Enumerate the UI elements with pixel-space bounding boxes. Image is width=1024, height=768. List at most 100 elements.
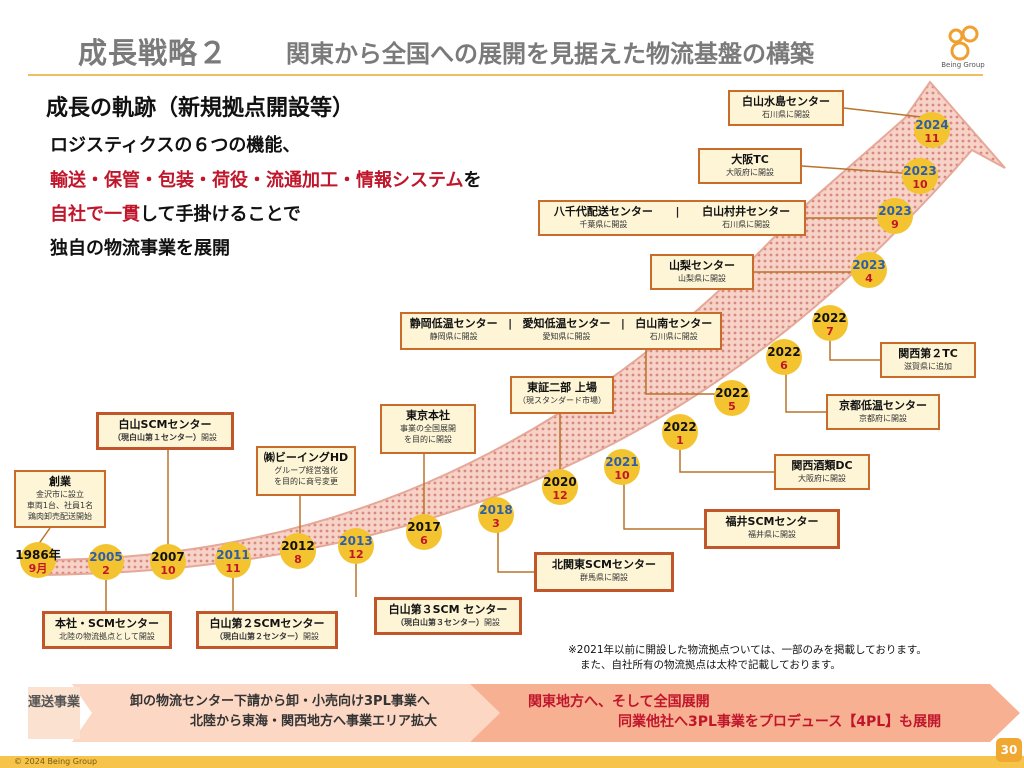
- hakusan-minami-sub: 石川県に開設: [649, 332, 698, 341]
- milestone-year: 2005: [89, 550, 122, 564]
- milestone-year: 2024: [915, 118, 948, 132]
- section-title: 成長の軌跡（新規拠点開設等）: [46, 96, 355, 121]
- box-hakusan-2: 白山第２SCMセンター （現白山第２センター）開設: [196, 611, 338, 649]
- milestone-year: 2007: [151, 550, 184, 564]
- phase-1-text: 卸の物流センター下請から卸・小売向け3PL事業へ 北陸から東海・関西地方へ事業エ…: [130, 692, 437, 732]
- milestone-medallion: [215, 542, 251, 578]
- milestone-month: 6: [780, 359, 788, 372]
- business-phase-arrows: [72, 684, 1020, 742]
- intro-line-3-tail: して手掛けることで: [140, 204, 301, 225]
- tokyo-title: 東京本社: [406, 409, 450, 422]
- milestone-medallion: [88, 544, 124, 580]
- tosho-title: 東証二部 上場: [527, 381, 597, 394]
- intro-line-3: 自社で一貫して手掛けることで: [50, 200, 301, 226]
- being-hd-sub-2: を目的に商号変更: [274, 477, 338, 486]
- footnote: ※2021年以前に開設した物流拠点ついては、一部のみを掲載しております。 また、…: [568, 643, 927, 673]
- milestone-year: 2013: [339, 534, 372, 548]
- hakusan-3-title: 白山第３SCM センター: [388, 603, 508, 616]
- box-kyoto-teion: 京都低温センター 京都府に開設: [826, 394, 940, 430]
- connector-line: [497, 531, 534, 573]
- milestone-month: 7: [826, 325, 834, 338]
- being-hd-sub-1: グループ経営強化: [274, 466, 338, 475]
- milestone-medallion: [812, 305, 848, 341]
- box-yamanashi: 山梨センター 山梨県に開設: [650, 254, 754, 290]
- founding-sub-1: 金沢市に設立: [36, 490, 84, 499]
- intro-line-2-tail: を: [463, 170, 482, 191]
- milestone-month: 11: [225, 562, 240, 575]
- box-being-hd: ㈱ビーイングHD グループ経営強化 を目的に商号変更: [256, 446, 356, 496]
- copyright: © 2024 Being Group: [14, 757, 98, 766]
- intro-line-4: 独自の物流事業を展開: [50, 238, 230, 259]
- kita-kanto-title: 北関東SCMセンター: [552, 558, 656, 571]
- phase-2-line-2: 同業他社へ3PL事業をプロデュース【4PL】も展開: [618, 714, 942, 730]
- founding-title: 創業: [49, 475, 71, 488]
- milestone-medallion: [714, 380, 750, 416]
- hakusan-scm-current-name: （現白山第１センター）: [113, 433, 201, 442]
- aichi-title: 愛知低温センター: [522, 317, 611, 330]
- box-kita-kanto: 北関東SCMセンター 群馬県に開設: [534, 552, 674, 592]
- fukui-title: 福井SCMセンター: [725, 515, 819, 528]
- milestone-year: 2020: [543, 475, 576, 489]
- hakusan-2-current-name: （現白山第２センター）: [215, 632, 303, 641]
- kyoto-sub: 京都府に開設: [859, 414, 907, 423]
- milestone-medallion: [20, 542, 56, 578]
- yamanashi-title: 山梨センター: [669, 259, 735, 272]
- box-tosho-listing: 東証二部 上場 （現スタンダード市場）: [510, 376, 614, 414]
- separator: |: [675, 205, 680, 218]
- milestone-medallion: [406, 514, 442, 550]
- logo-text: Being Group: [941, 61, 985, 69]
- milestone-medallion: [150, 544, 186, 580]
- connector-line: [785, 373, 826, 413]
- milestone-month: 10: [614, 469, 630, 482]
- intro-line-1: ロジスティクスの６つの機能、: [50, 135, 301, 156]
- tokyo-sub-1: 事業の全国展開: [400, 424, 456, 433]
- business-label: 運送事業: [28, 687, 80, 739]
- box-hakusan-mizushima: 白山水島センター 石川県に開設: [728, 90, 844, 126]
- founding-sub-3: 鶏肉卸売配送開始: [28, 512, 92, 521]
- connector-line: [623, 483, 704, 530]
- fukui-sub: 福井県に開設: [748, 530, 796, 539]
- connector-line: [645, 350, 730, 395]
- connector-line: [679, 448, 774, 473]
- milestone-medallion: [338, 528, 374, 564]
- box-shizuoka-aichi-hakusan-minami: 静岡低温センター静岡県に開設 | 愛知低温センター愛知県に開設 | 白山南センタ…: [400, 312, 722, 350]
- milestone-year: 2017: [407, 520, 440, 534]
- connector-line: [843, 107, 931, 119]
- osaka-tc-sub: 大阪府に開設: [726, 168, 774, 177]
- hakusan-murai-sub: 石川県に開設: [722, 220, 771, 229]
- milestone-year: 2022: [767, 345, 800, 359]
- honsha-scm-sub: 北陸の物流拠点として開設: [59, 632, 155, 641]
- milestone-month: 10: [160, 564, 176, 577]
- aichi-sub: 愛知県に開設: [542, 332, 591, 341]
- box-kansai-2tc: 関西第２TC 滋賀県に追加: [880, 342, 976, 378]
- honsha-scm-title: 本社・SCMセンター: [55, 617, 159, 630]
- milestone-month: 1: [676, 434, 684, 447]
- hakusan-mizushima-sub: 石川県に開設: [762, 110, 810, 119]
- milestone-month: 6: [420, 534, 428, 547]
- milestone-year: 2011: [216, 548, 249, 562]
- milestone-month: 2: [102, 564, 110, 577]
- osaka-tc-title: 大阪TC: [731, 153, 769, 166]
- box-fukui-scm: 福井SCMセンター 福井県に開設: [704, 509, 840, 549]
- milestone-medallions: 1986年9月200522007102011112012820131220176…: [15, 112, 950, 580]
- milestone-year: 2023: [852, 258, 885, 272]
- milestone-month: 9: [891, 218, 899, 231]
- kyoto-title: 京都低温センター: [839, 399, 927, 412]
- hakusan-scm-sub: 開設: [201, 433, 217, 442]
- milestone-medallion: [877, 198, 913, 234]
- yachiyo-sub: 千葉県に開設: [579, 220, 628, 229]
- kansai-2tc-title: 関西第２TC: [898, 347, 958, 360]
- milestone-medallion: [662, 414, 698, 450]
- separator: |: [508, 317, 513, 330]
- connector-line: [801, 165, 916, 175]
- box-hakusan-scm: 白山SCMセンター （現白山第１センター）開設: [96, 412, 234, 450]
- phase-1-line-2: 北陸から東海・関西地方へ事業エリア拡大: [190, 714, 438, 729]
- milestone-month: 11: [924, 132, 939, 145]
- hakusan-minami-title: 白山南センター: [635, 317, 713, 330]
- milestone-year: 2022: [813, 311, 846, 325]
- milestone-year: 2018: [479, 503, 512, 517]
- intro-line-2: 輸送・保管・包装・荷役・流通加工・情報システムを: [50, 166, 481, 192]
- intro-in-house: 自社で一貫: [50, 204, 140, 225]
- being-group-logo: [948, 25, 979, 61]
- milestone-medallion: [478, 497, 514, 533]
